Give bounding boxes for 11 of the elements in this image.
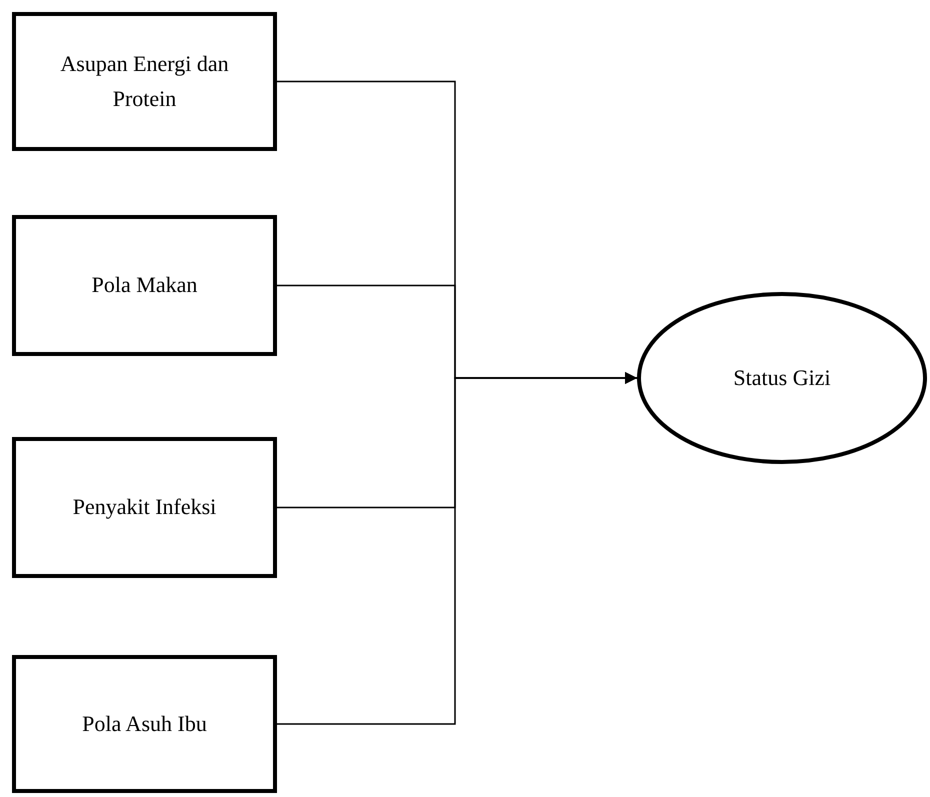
node-label: Penyakit Infeksi bbox=[72, 493, 218, 522]
factor-box bbox=[12, 215, 277, 356]
factor-box bbox=[12, 655, 277, 793]
node-label: Pola Makan bbox=[90, 271, 198, 300]
connector-arrow bbox=[277, 372, 637, 725]
node-label: Asupan Energi dan Protein bbox=[59, 50, 230, 112]
node-label: Status Gizi bbox=[732, 364, 832, 392]
factor-box bbox=[12, 12, 277, 151]
factor-box bbox=[12, 437, 277, 578]
outcome-ellipse bbox=[637, 292, 927, 464]
node-label: Pola Asuh Ibu bbox=[81, 710, 208, 738]
